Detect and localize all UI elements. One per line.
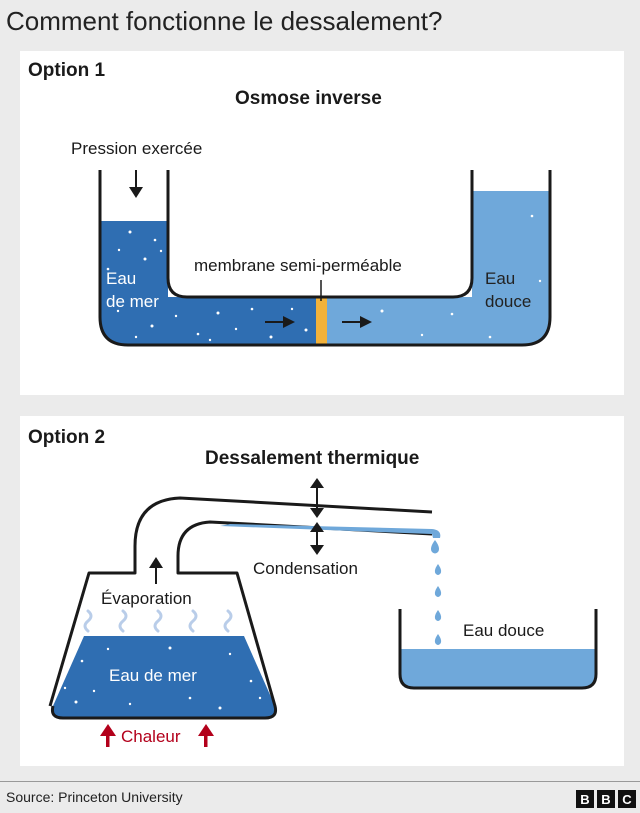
bbc-logo: B B C xyxy=(576,790,636,808)
condensed-water xyxy=(220,524,441,538)
logo-letter: B xyxy=(597,790,615,808)
cooling-arrow-icon xyxy=(310,478,324,518)
flow-arrow-icon xyxy=(342,316,372,328)
fresh-water-basin xyxy=(400,649,596,688)
heat-label: Chaleur xyxy=(121,727,181,746)
source-credit: Source: Princeton University xyxy=(6,789,183,805)
flask-and-tube-outline xyxy=(48,496,433,720)
water-drops xyxy=(431,540,442,645)
logo-letter: B xyxy=(576,790,594,808)
fresh-water-label-line1: Eau xyxy=(485,269,516,288)
flask-sea-water xyxy=(52,636,276,718)
option1-panel: Option 1 Osmose inverse Pression exercée xyxy=(20,51,624,395)
thermal-desalination-diagram xyxy=(48,478,598,747)
option2-panel: Option 2 Dessalement thermique xyxy=(20,416,624,766)
basin-fresh-water-label: Eau douce xyxy=(463,621,545,640)
basin-outline xyxy=(398,609,598,690)
sea-water-label-line2: de mer xyxy=(106,292,159,311)
fresh-water-label-line2: douce xyxy=(485,292,532,311)
heat-arrow-icon xyxy=(100,724,214,747)
option2-label: Option 2 xyxy=(28,427,106,448)
vapor-icon xyxy=(83,609,233,633)
evaporation-arrow-icon xyxy=(149,557,163,584)
option1-heading: Osmose inverse xyxy=(235,88,382,109)
sea-water xyxy=(100,221,316,345)
flow-arrow-icon xyxy=(265,316,295,328)
fresh-water-label: Eau douce xyxy=(485,267,531,313)
sea-water-label: Eau de mer xyxy=(106,267,159,313)
logo-letter: C xyxy=(618,790,636,808)
option1-label: Option 1 xyxy=(28,60,106,81)
evaporation-label: Évaporation xyxy=(101,589,192,608)
salt-particles xyxy=(106,214,542,342)
cooling-arrow-icon xyxy=(310,522,324,555)
u-tube-outline xyxy=(98,170,552,347)
reverse-osmosis-diagram xyxy=(98,170,552,347)
membrane xyxy=(316,297,327,345)
pressure-label: Pression exercée xyxy=(71,139,203,158)
fresh-water xyxy=(327,191,550,345)
flask-sea-water-label: Eau de mer xyxy=(109,666,197,685)
pressure-arrow-icon xyxy=(129,170,143,198)
condensation-label: Condensation xyxy=(253,559,358,578)
page-title: Comment fonctionne le dessalement? xyxy=(6,6,443,36)
sea-water-label-line1: Eau xyxy=(106,269,137,288)
footer-divider xyxy=(0,781,640,782)
salt-particles xyxy=(63,646,262,710)
option2-heading: Dessalement thermique xyxy=(205,448,420,469)
membrane-label: membrane semi-perméable xyxy=(194,256,402,275)
